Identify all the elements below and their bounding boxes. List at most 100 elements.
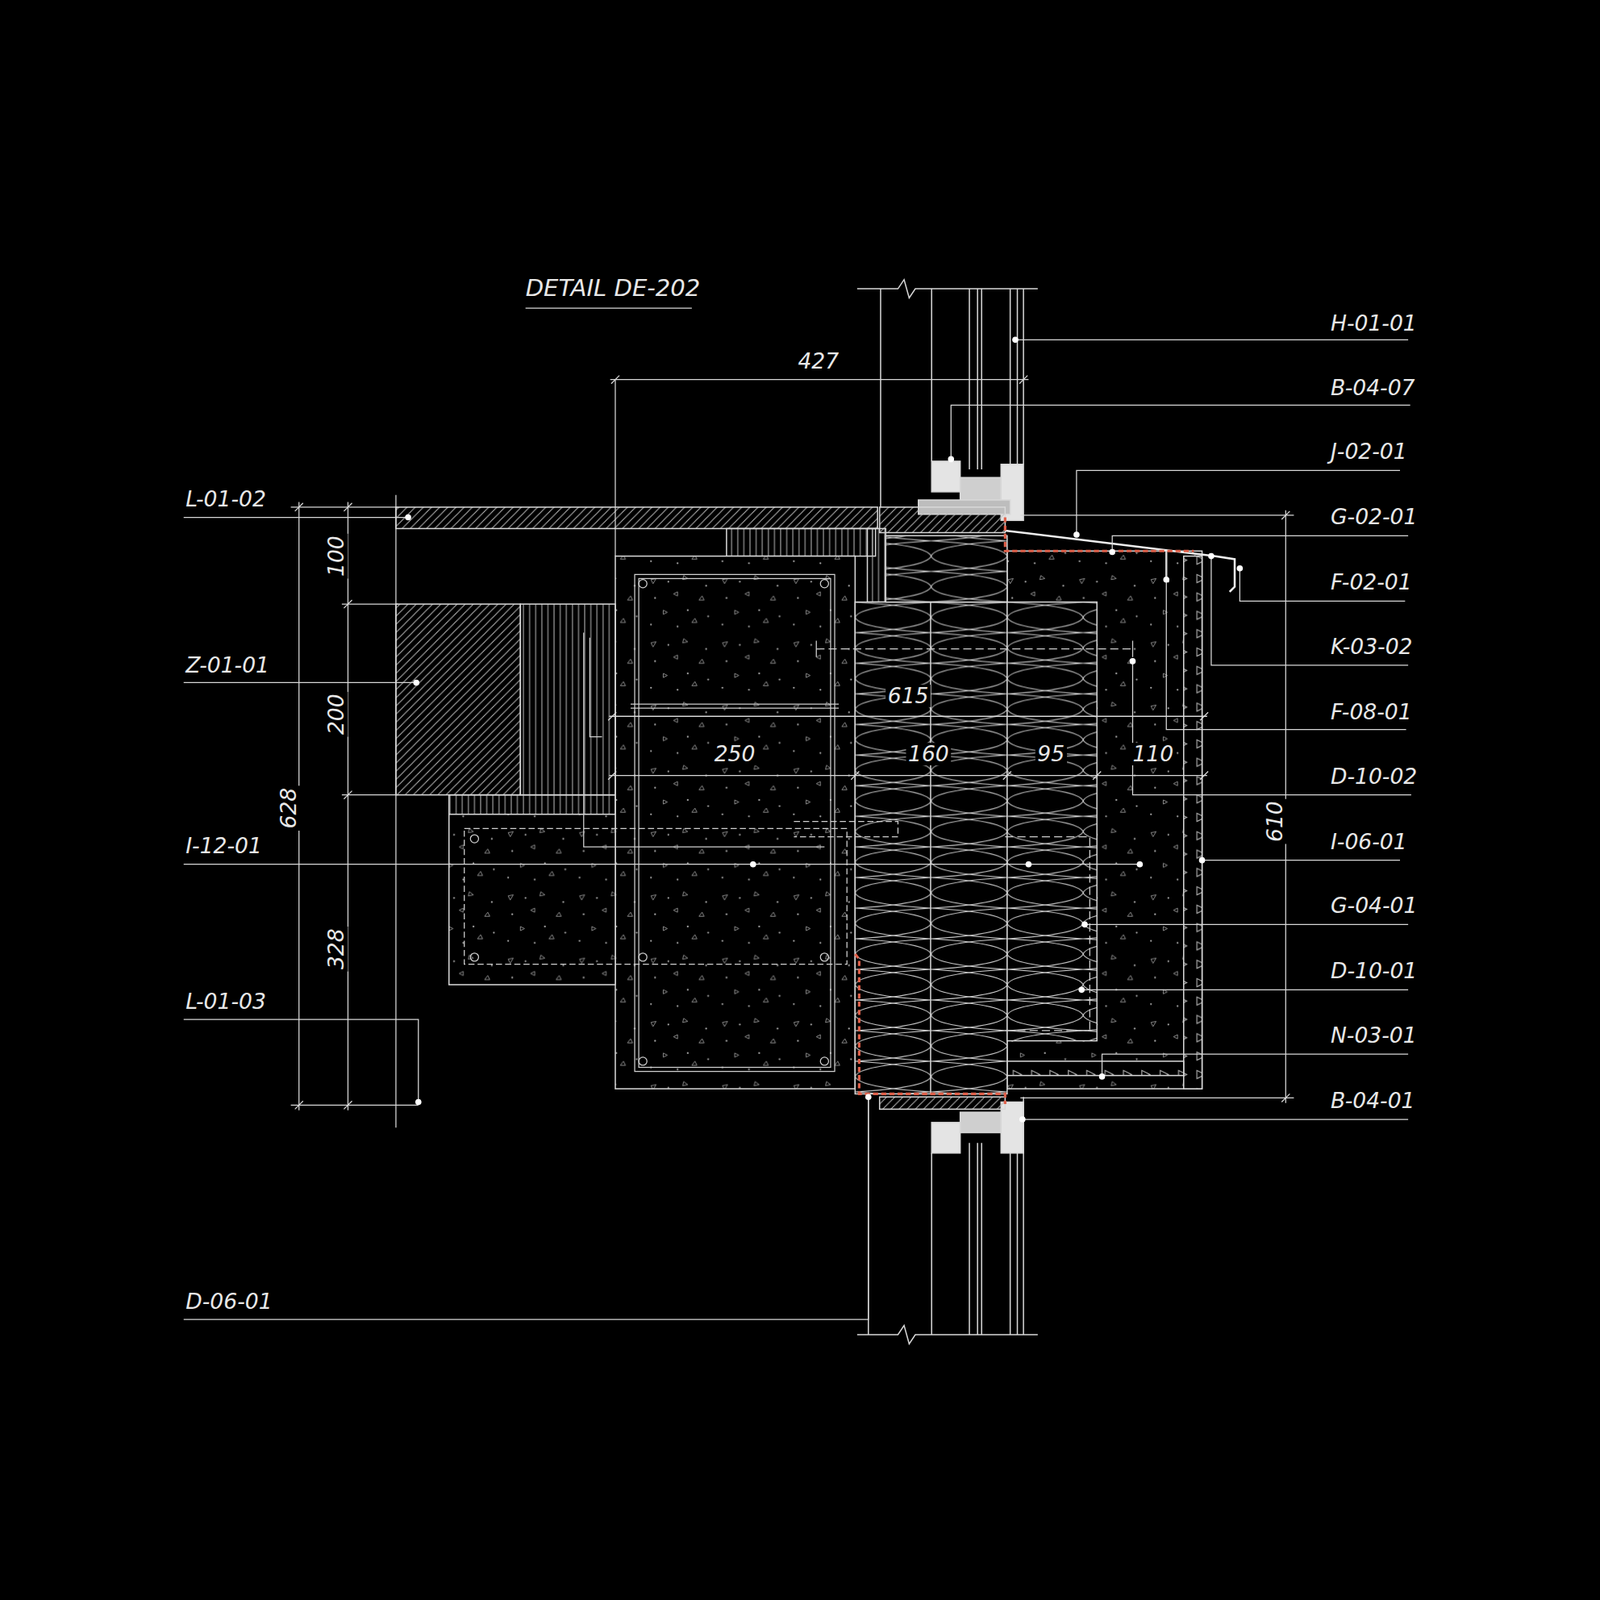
- callout-code: H-01-01: [1328, 312, 1419, 335]
- leader-lines-part: [1015, 339, 1409, 341]
- dimension-lines-part: [608, 771, 1209, 780]
- reinforcement-part: [583, 632, 825, 847]
- leader-dots-part: [1237, 565, 1244, 572]
- dimension-lines-part: [525, 307, 692, 309]
- callout-code: I-12-01: [183, 834, 265, 858]
- dimension-lines-part: [1020, 1097, 1294, 1099]
- leader-dots-part: [865, 1093, 872, 1100]
- leader-dots: [404, 337, 1243, 1123]
- callout-code: K-03-02: [1328, 635, 1415, 659]
- leader-lines-part: [183, 1096, 869, 1320]
- window-top-part: [1022, 288, 1025, 465]
- window-bottom-part: [976, 1142, 979, 1335]
- reinforcement-part: [1004, 837, 1090, 1031]
- dimension-lines-part: [1020, 514, 1294, 516]
- dimension-lines-part: [291, 1104, 419, 1106]
- dimension-text: 610: [1264, 799, 1288, 845]
- window-bottom-part: [960, 1112, 1002, 1133]
- drawing-title: DETAIL DE-202: [523, 276, 703, 300]
- callout-code: L-01-03: [183, 991, 269, 1014]
- reinforcement-part: [638, 579, 647, 588]
- window-bottom-part: [1009, 1142, 1012, 1335]
- reinforcement: [464, 550, 1167, 1071]
- callout-code: Z-01-01: [183, 654, 272, 677]
- leader-dots-part: [1208, 553, 1215, 560]
- leader-dots-part: [1099, 1073, 1106, 1080]
- dimension-text: 100: [325, 533, 349, 580]
- window-top-part: [960, 477, 1002, 500]
- window-top-part: [931, 461, 960, 492]
- reinforcement-part: [816, 648, 1133, 650]
- dimension-lines-part: [295, 503, 353, 1110]
- callout-code: D-10-02: [1328, 765, 1419, 788]
- callout-code: J-02-01: [1328, 441, 1409, 464]
- reinforcement-part: [793, 821, 898, 838]
- leader-lines-part: [183, 1019, 419, 1102]
- dimension-text: 628: [277, 785, 300, 831]
- dimension-lines-part: [608, 775, 1207, 776]
- reinforcement-part: [470, 834, 479, 843]
- window-top: [857, 279, 1038, 534]
- dimension-lines-part: [395, 495, 396, 1128]
- window-bottom-part: [931, 1122, 960, 1154]
- dimension-text: 328: [325, 926, 349, 972]
- window-top-part: [1016, 288, 1019, 465]
- dimension-lines-part: [614, 379, 616, 557]
- structure-part: [1007, 602, 1097, 1042]
- leader-lines-part: [1102, 1054, 1409, 1077]
- leader-lines-part: [183, 516, 409, 518]
- callout-code: G-04-01: [1328, 895, 1419, 918]
- leader-dots-part: [1025, 861, 1033, 868]
- dimension-lines-part: [610, 379, 1030, 380]
- dimension-lines-part: [291, 506, 399, 508]
- structure-part: [520, 604, 616, 796]
- reinforcement-part: [634, 574, 835, 1071]
- structure-part: [615, 556, 855, 1089]
- dimension-text: 615: [885, 684, 931, 708]
- leader-lines-part: [183, 863, 1141, 865]
- reinforcement-part: [638, 578, 831, 1067]
- dimension-lines-part: [341, 603, 399, 605]
- structure-part: [395, 604, 521, 796]
- callout-code: F-02-01: [1328, 571, 1414, 595]
- dimension-lines-part: [608, 712, 1209, 721]
- flashing-and-membrane-part: [854, 954, 1005, 1105]
- dimension-text: 95: [1035, 742, 1067, 766]
- flashing-and-membrane-part: [1004, 530, 1235, 592]
- leader-lines-part: [1081, 989, 1409, 991]
- structure-part: [449, 814, 616, 985]
- leader-lines: [183, 339, 1412, 1320]
- structure-part: [1007, 550, 1203, 1089]
- callout-code: I-06-01: [1328, 830, 1409, 854]
- reinforcement-part: [820, 579, 829, 588]
- callout-code: N-03-01: [1328, 1024, 1419, 1047]
- callout-code: D-10-01: [1328, 960, 1419, 984]
- callout-code: D-06-01: [183, 1291, 275, 1314]
- leader-dots-part: [1012, 337, 1019, 344]
- reinforcement-part: [630, 703, 839, 705]
- leader-dots-part: [1078, 987, 1085, 994]
- dimension-text: 110: [1130, 742, 1176, 766]
- reinforcement-part: [638, 953, 647, 962]
- callout-code: G-02-01: [1328, 506, 1419, 530]
- leader-dots-part: [1199, 857, 1206, 864]
- window-top-part: [879, 507, 1006, 534]
- reinforcement-part: [470, 953, 479, 962]
- leader-dots-part: [1162, 576, 1170, 584]
- structure-part: [929, 602, 932, 1095]
- reinforcement-part: [820, 1057, 829, 1066]
- leader-lines-part: [1202, 859, 1400, 861]
- reinforcement-part: [820, 953, 829, 962]
- flashing-and-membrane-part: [1004, 517, 1194, 552]
- dimension-text: 427: [795, 350, 842, 373]
- dimension-lines-part: [608, 716, 1207, 717]
- window-bottom-part: [879, 1096, 1006, 1109]
- leader-dots-part: [412, 679, 420, 687]
- reinforcement-part: [816, 641, 1133, 658]
- reinforcement-part: [464, 828, 847, 964]
- dimension-lines: [291, 308, 1295, 1128]
- reinforcement-part: [589, 637, 602, 738]
- window-bottom: [857, 1096, 1038, 1344]
